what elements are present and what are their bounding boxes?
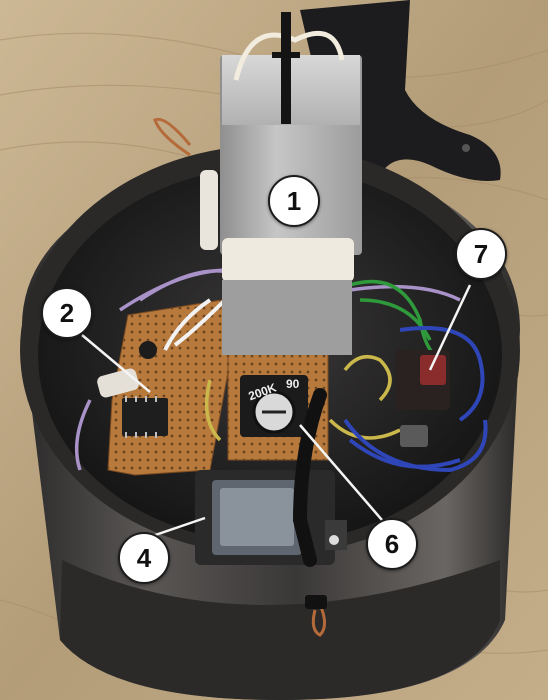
- red-component: [420, 355, 446, 385]
- transistor: [400, 425, 428, 447]
- callout-6: 6: [366, 518, 418, 570]
- black-cable: [292, 388, 327, 567]
- callout-4: 4: [118, 532, 170, 584]
- callout-7: 7: [455, 228, 507, 280]
- stripboard-left: [97, 298, 233, 476]
- white-clip: [97, 368, 139, 398]
- copper-wire-top: [153, 117, 192, 157]
- right-circuit: [395, 350, 450, 447]
- callout-1: 1: [268, 175, 320, 227]
- ic-chip: [122, 398, 168, 436]
- capacitor-small: [139, 341, 157, 359]
- white-wires: [163, 298, 227, 351]
- black-pin: [281, 12, 291, 124]
- can-bottom-band: [60, 560, 500, 700]
- trimmer-marking-right: 90: [286, 377, 300, 391]
- callout-2: 2: [41, 287, 93, 339]
- blue-wires: [343, 326, 488, 473]
- speaker-unit: [195, 470, 347, 565]
- copper-wire-bottom: [311, 599, 326, 637]
- metal-bracket: [200, 12, 362, 355]
